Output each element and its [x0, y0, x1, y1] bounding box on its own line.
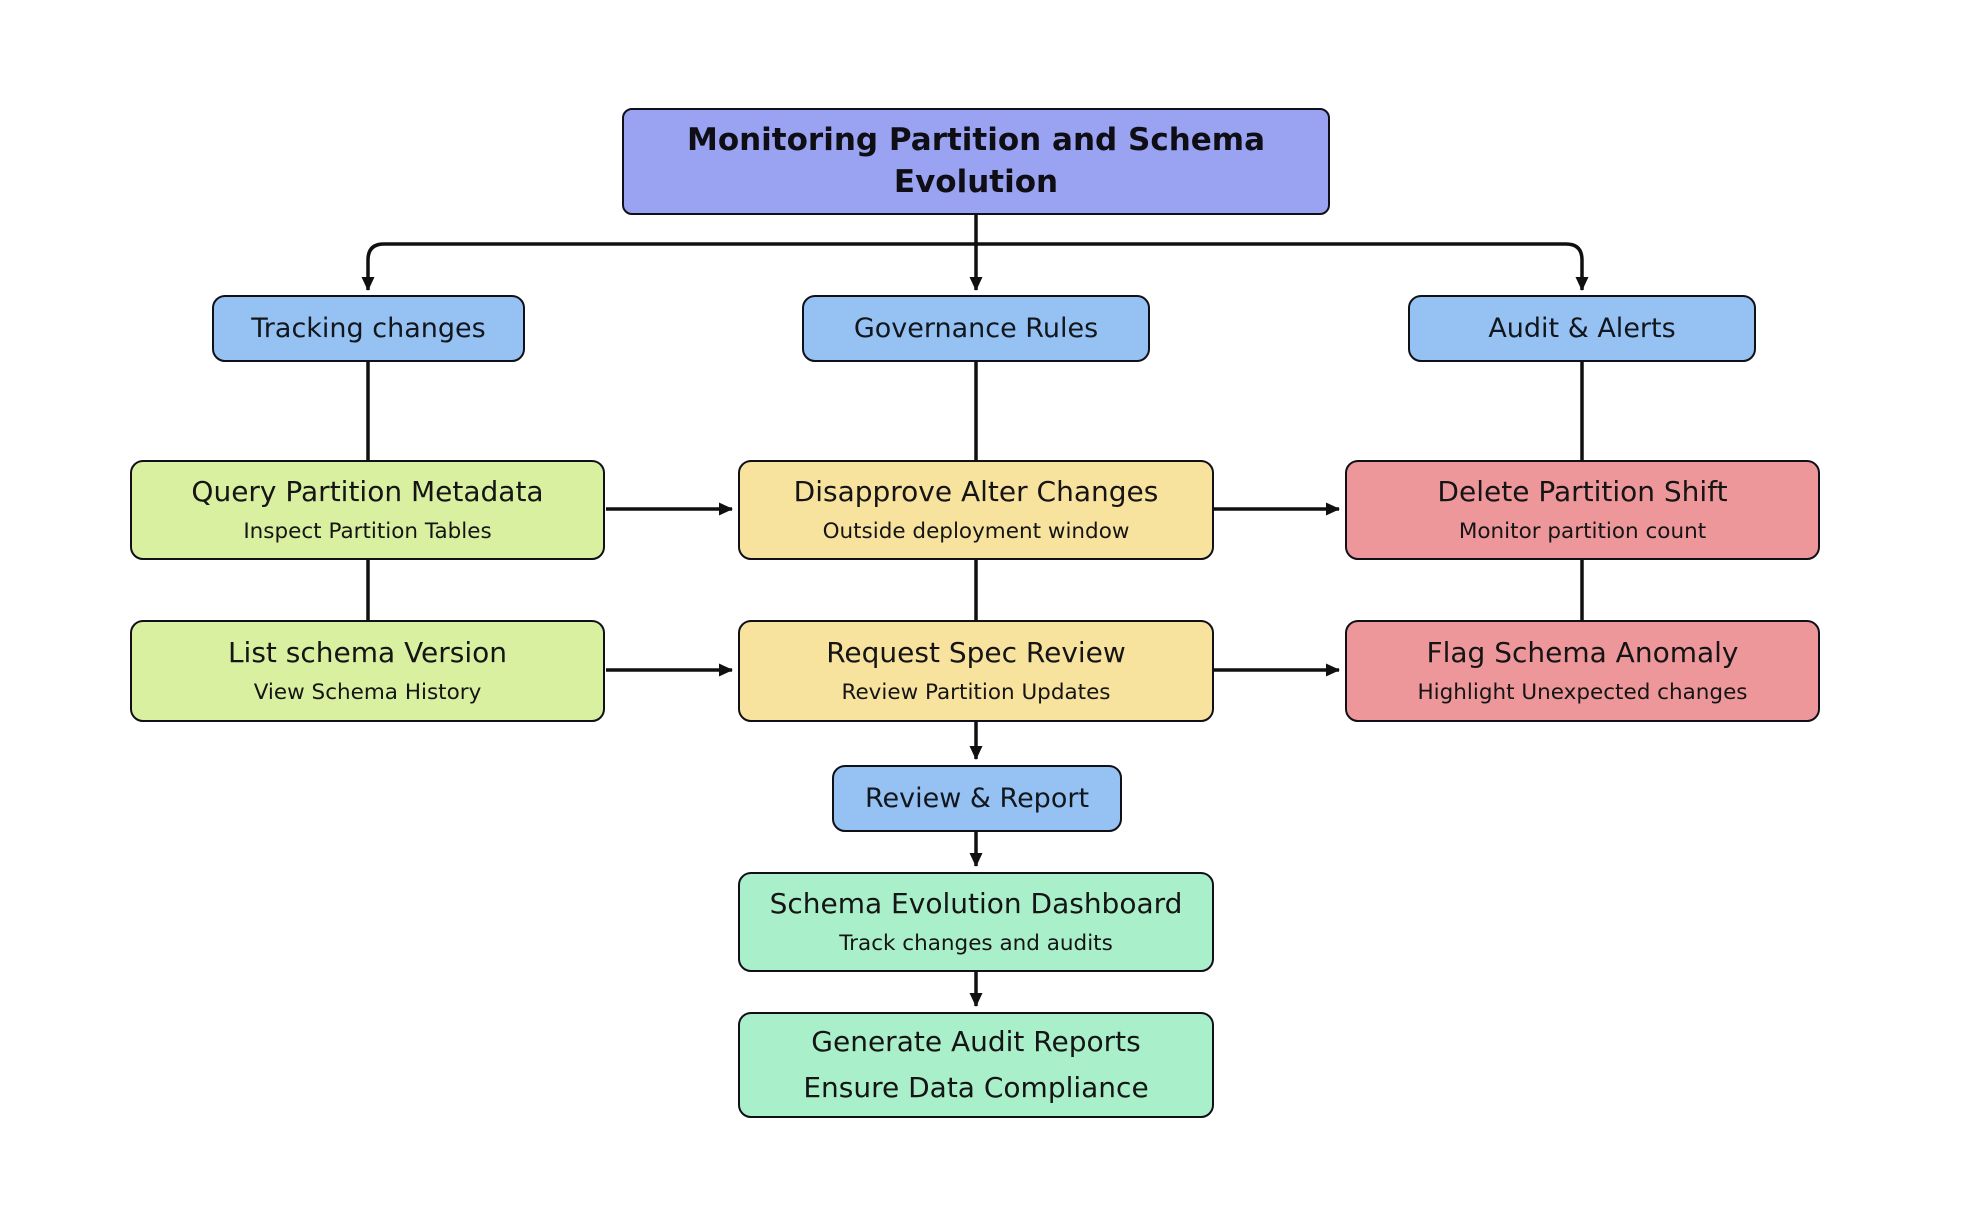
schema-evolution-dashboard-subtitle: Track changes and audits [839, 930, 1113, 956]
review-report-label: Review & Report [864, 782, 1090, 814]
disapprove-alter-changes-subtitle: Outside deployment window [822, 518, 1130, 544]
node-schema-evolution-dashboard: Schema Evolution Dashboard Track changes… [738, 872, 1214, 972]
node-request-spec-review: Request Spec Review Review Partition Upd… [738, 620, 1214, 722]
list-schema-version-subtitle: View Schema History [253, 679, 482, 705]
node-audit-alerts: Audit & Alerts [1408, 295, 1756, 362]
node-tracking-changes: Tracking changes [212, 295, 525, 362]
generate-audit-reports-line1: Generate Audit Reports [811, 1025, 1141, 1059]
node-query-partition-metadata: Query Partition Metadata Inspect Partiti… [130, 460, 605, 560]
list-schema-version-title: List schema Version [227, 636, 508, 670]
node-delete-partition-shift: Delete Partition Shift Monitor partition… [1345, 460, 1820, 560]
connector-root-to-audit [976, 242, 1589, 291]
disapprove-alter-changes-title: Disapprove Alter Changes [793, 475, 1159, 509]
request-spec-review-subtitle: Review Partition Updates [841, 679, 1111, 705]
node-flag-schema-anomaly: Flag Schema Anomaly Highlight Unexpected… [1345, 620, 1820, 722]
audit-alerts-label: Audit & Alerts [1488, 312, 1676, 344]
query-partition-metadata-subtitle: Inspect Partition Tables [243, 518, 492, 544]
node-disapprove-alter-changes: Disapprove Alter Changes Outside deploym… [738, 460, 1214, 560]
root-title-label: Monitoring Partition and Schema Evolutio… [686, 121, 1266, 200]
connector-root-to-tracking [361, 242, 976, 291]
node-review-report: Review & Report [832, 765, 1122, 832]
delete-partition-shift-title: Delete Partition Shift [1437, 475, 1728, 509]
delete-partition-shift-subtitle: Monitor partition count [1458, 518, 1707, 544]
governance-rules-label: Governance Rules [853, 312, 1099, 344]
node-governance-rules: Governance Rules [802, 295, 1150, 362]
tracking-changes-label: Tracking changes [251, 312, 486, 344]
node-root-title: Monitoring Partition and Schema Evolutio… [622, 108, 1330, 215]
node-generate-audit-reports: Generate Audit Reports Ensure Data Compl… [738, 1012, 1214, 1118]
flag-schema-anomaly-subtitle: Highlight Unexpected changes [1417, 679, 1748, 705]
schema-evolution-dashboard-title: Schema Evolution Dashboard [769, 887, 1183, 921]
node-list-schema-version: List schema Version View Schema History [130, 620, 605, 722]
request-spec-review-title: Request Spec Review [826, 636, 1126, 670]
query-partition-metadata-title: Query Partition Metadata [191, 475, 544, 509]
flag-schema-anomaly-title: Flag Schema Anomaly [1426, 636, 1739, 670]
generate-audit-reports-line2: Ensure Data Compliance [803, 1070, 1149, 1104]
